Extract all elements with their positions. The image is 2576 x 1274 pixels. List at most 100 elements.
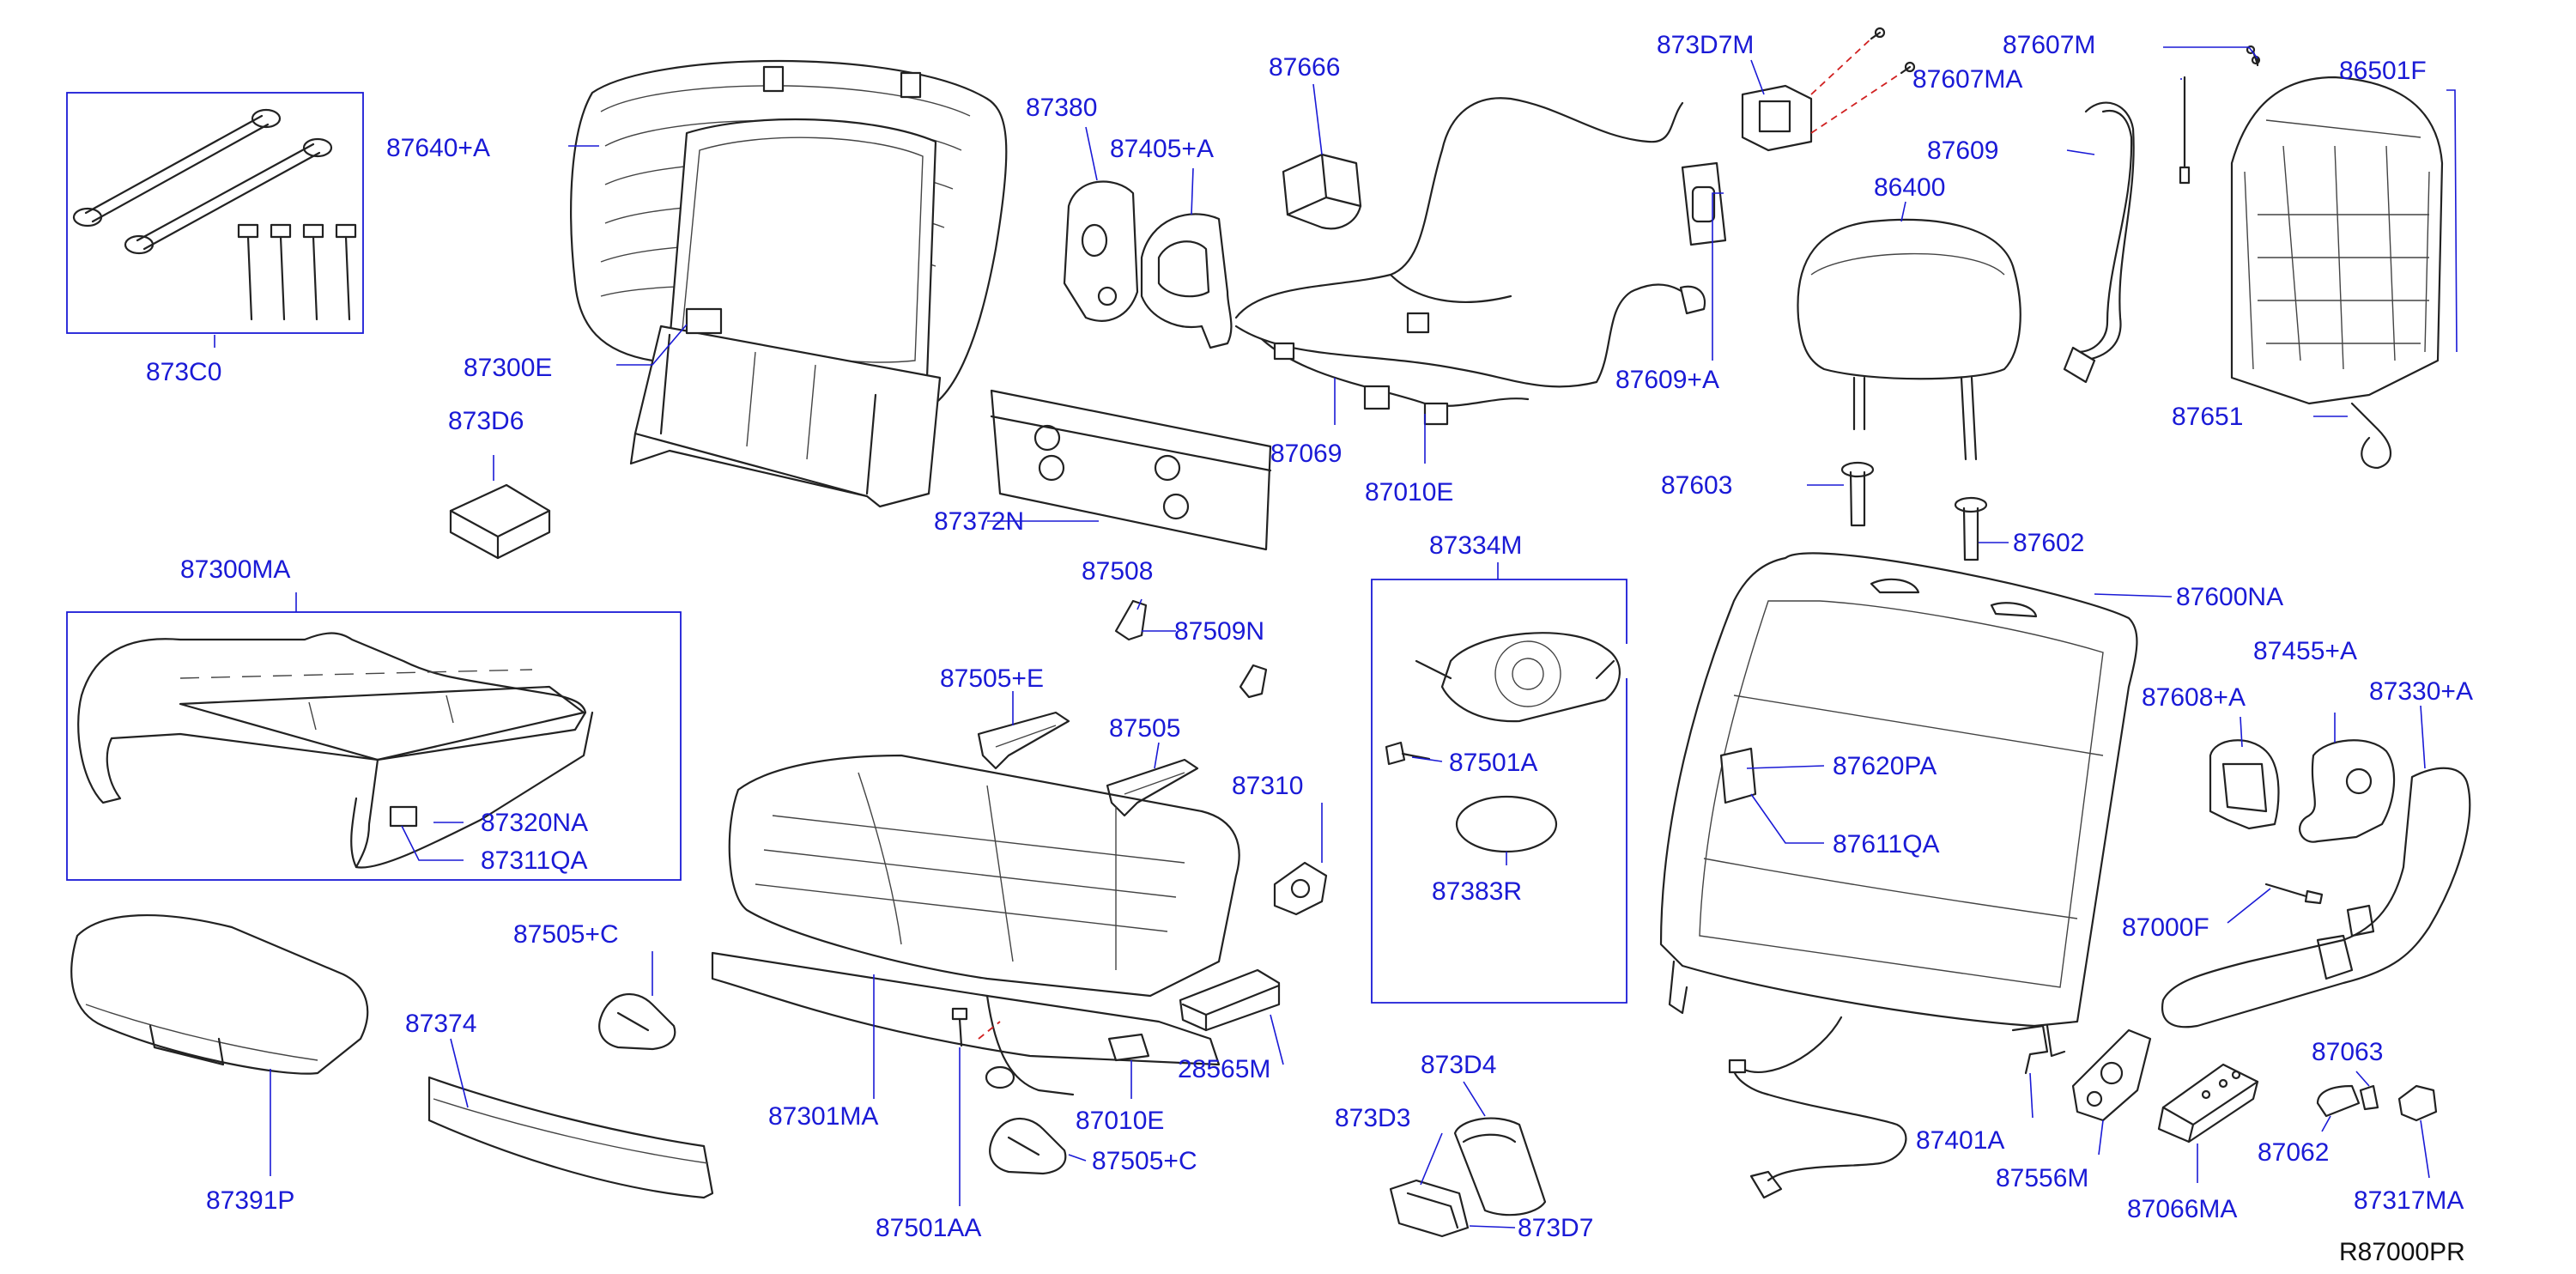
label-87334M[interactable]: 87334M: [1429, 531, 1522, 560]
label-87608A[interactable]: 87608+A: [2142, 683, 2246, 712]
label-87607M[interactable]: 87607M: [2003, 31, 2095, 59]
label-87607MA[interactable]: 87607MA: [1912, 65, 2022, 94]
label-87000F[interactable]: 87000F: [2122, 913, 2209, 942]
switch-trim-panel-drawing: [1681, 161, 1727, 246]
headrest-guide-cover-drawing: [1063, 180, 1139, 322]
seat-cushion-frame-drawing: [711, 754, 1240, 1096]
diagram-reference-code: R87000PR: [2339, 1238, 2465, 1266]
group-box-87334M: [1371, 579, 1627, 1004]
seatback-lower-harness-drawing: [1728, 1016, 1907, 1199]
label-87508[interactable]: 87508: [1082, 557, 1153, 585]
label-87501AA[interactable]: 87501AA: [876, 1214, 981, 1242]
label-87505C-upper[interactable]: 87505+C: [513, 920, 619, 949]
label-87311QA[interactable]: 87311QA: [481, 846, 588, 875]
seatback-frame-drawing: [2230, 76, 2444, 470]
label-87505E[interactable]: 87505+E: [940, 664, 1044, 693]
label-87501A[interactable]: 87501A: [1449, 749, 1537, 777]
label-87455A[interactable]: 87455+A: [2253, 637, 2357, 665]
clip-87509N-drawing: [1239, 664, 1268, 699]
label-873D4[interactable]: 873D4: [1421, 1051, 1496, 1079]
label-87300E[interactable]: 87300E: [464, 354, 552, 382]
lumbar-bolt-drawing: [1385, 741, 1431, 766]
label-87374[interactable]: 87374: [405, 1010, 476, 1038]
clip-cover-drawing: [1282, 153, 1362, 230]
tether-rivet-kit-drawing: [72, 108, 357, 321]
label-87010E-upper[interactable]: 87010E: [1365, 478, 1453, 507]
finisher-bar-drawing: [427, 1076, 714, 1199]
power-seat-motor-drawing: [2071, 1028, 2152, 1122]
label-87603[interactable]: 87603: [1661, 471, 1732, 500]
label-87069[interactable]: 87069: [1270, 440, 1342, 468]
label-28565M[interactable]: 28565M: [1178, 1055, 1270, 1083]
label-87620PA[interactable]: 87620PA: [1833, 752, 1937, 780]
label-87640A[interactable]: 87640+A: [386, 134, 490, 162]
label-87556M[interactable]: 87556M: [1996, 1164, 2088, 1192]
seatback-trim-cover-drawing: [1659, 552, 2138, 1058]
label-87401A[interactable]: 87401A: [1916, 1126, 2004, 1155]
recliner-knob-drawing: [2397, 1084, 2438, 1122]
label-87602[interactable]: 87602: [2013, 529, 2084, 557]
leader-lines: [214, 46, 2458, 1228]
label-87380[interactable]: 87380: [1026, 94, 1097, 122]
cushion-pad-drawing: [77, 632, 594, 869]
label-87405A[interactable]: 87405+A: [1110, 135, 1214, 163]
seat-side-finisher-drawing: [2161, 767, 2471, 1028]
label-87666[interactable]: 87666: [1269, 53, 1340, 82]
pad-block-drawing: [449, 483, 551, 560]
label-87330A[interactable]: 87330+A: [2369, 677, 2473, 706]
label-87651[interactable]: 87651: [2172, 403, 2243, 431]
lifter-motor-drawing: [1273, 861, 1328, 916]
headrest-guide-left-drawing: [1840, 461, 1875, 527]
motor-bracket-drawing: [1741, 27, 1916, 152]
label-86501F[interactable]: 86501F: [2339, 57, 2427, 85]
slide-end-cover-a-drawing: [598, 992, 676, 1051]
recliner-inner-cover-drawing: [1140, 213, 1233, 349]
seatback-hose-drawing: [2063, 101, 2135, 384]
label-87062[interactable]: 87062: [2258, 1138, 2329, 1167]
knob-pin-drawing: [2264, 883, 2324, 905]
label-87609A[interactable]: 87609+A: [1615, 366, 1719, 394]
lumbar-wire-rods-drawing: [2179, 45, 2261, 185]
label-873D3[interactable]: 873D3: [1335, 1104, 1410, 1132]
label-87611QA[interactable]: 87611QA: [1833, 830, 1940, 858]
label-87505C-lower[interactable]: 87505+C: [1092, 1147, 1197, 1175]
label-86400[interactable]: 86400: [1874, 173, 1945, 202]
label-87609[interactable]: 87609: [1927, 136, 1998, 165]
label-87383R[interactable]: 87383R: [1432, 877, 1522, 906]
label-87509N[interactable]: 87509N: [1174, 617, 1264, 646]
slide-cover-inner-drawing: [977, 711, 1070, 770]
slide-end-cover-b-drawing: [989, 1117, 1067, 1175]
seat-duct-drawing: [1389, 1117, 1547, 1238]
label-873D7[interactable]: 873D7: [1518, 1214, 1593, 1242]
label-873D7M[interactable]: 873D7M: [1657, 31, 1754, 59]
label-87301MA[interactable]: 87301MA: [768, 1102, 878, 1131]
headrest-drawing: [1797, 218, 2021, 461]
label-87320NA[interactable]: 87320NA: [481, 809, 588, 837]
recliner-bracket-drawing: [2011, 1024, 2049, 1075]
cushion-trim-front-drawing: [70, 913, 369, 1075]
part-labels: 87640+A 873C0 87300E 873D6 87300MA 87320…: [146, 31, 2473, 1266]
label-873D6[interactable]: 873D6: [448, 407, 524, 435]
label-87010E-lower[interactable]: 87010E: [1076, 1107, 1164, 1135]
label-87600NA[interactable]: 87600NA: [2176, 583, 2283, 611]
seatback-rear-panel-drawing: [570, 59, 1008, 414]
label-87310[interactable]: 87310: [1232, 772, 1303, 800]
label-87391P[interactable]: 87391P: [206, 1186, 294, 1215]
label-87372N[interactable]: 87372N: [934, 507, 1024, 536]
group-box-873C0: [66, 92, 364, 334]
headrest-guide-right-drawing: [1954, 496, 1988, 561]
lumbar-support-assembly-drawing: [1415, 632, 1621, 723]
lumbar-pad-drawing: [1455, 795, 1558, 853]
lifter-knob-drawing: [2359, 1084, 2379, 1111]
label-873C0[interactable]: 873C0: [146, 358, 221, 386]
label-87300MA[interactable]: 87300MA: [180, 555, 290, 584]
recliner-cover-inner-drawing: [2209, 739, 2280, 830]
label-87063[interactable]: 87063: [2312, 1038, 2383, 1066]
label-87317MA[interactable]: 87317MA: [2354, 1186, 2464, 1215]
label-87505[interactable]: 87505: [1109, 714, 1180, 743]
seatback-board-drawing: [629, 307, 942, 508]
label-87066MA[interactable]: 87066MA: [2127, 1195, 2237, 1223]
mounting-bolt-rear-drawing: [951, 1007, 1001, 1047]
seat-control-module-drawing: [1179, 968, 1281, 1032]
